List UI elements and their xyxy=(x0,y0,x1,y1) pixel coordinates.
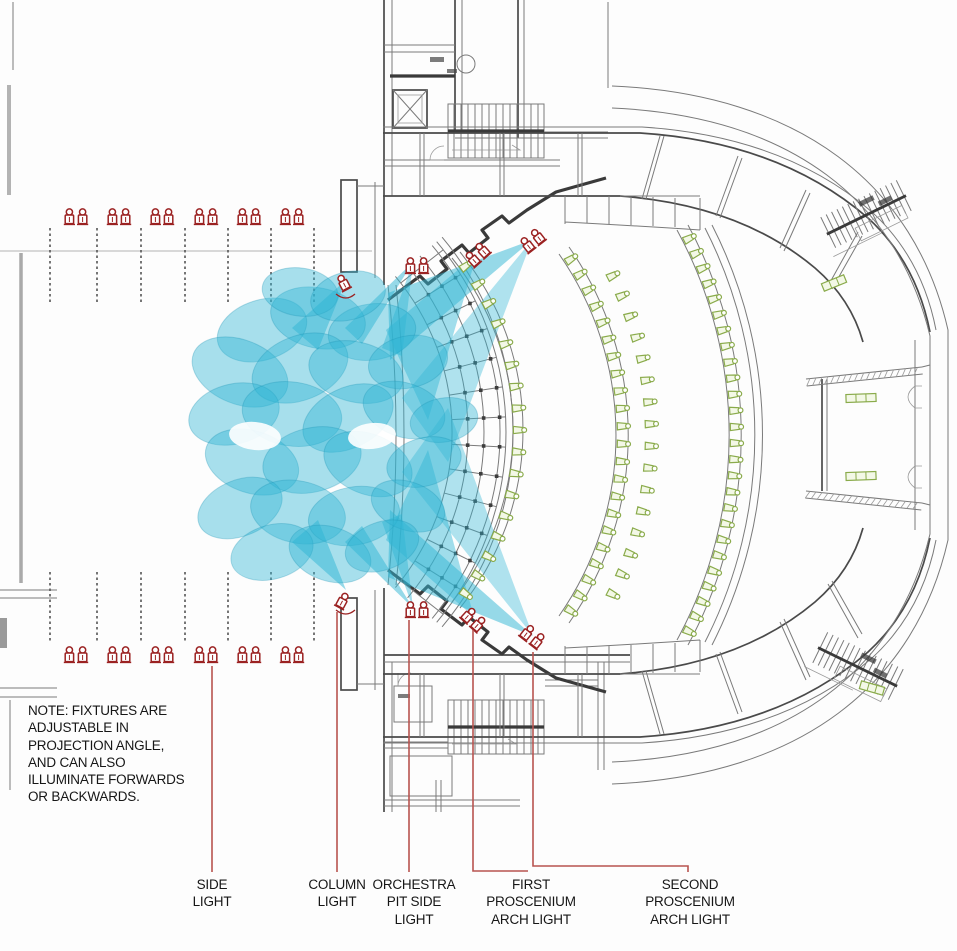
label-first-proscenium-arch-light: FIRST PROSCENIUM ARCH LIGHT xyxy=(486,877,576,927)
label-side-light: SIDE LIGHT xyxy=(192,877,232,910)
label-column-light: COLUMN LIGHT xyxy=(308,877,366,910)
house-light-fixtures xyxy=(458,233,886,696)
label-orchestra-pit-side-light: ORCHESTRA PIT SIDE LIGHT xyxy=(372,877,456,927)
stage-light-fixtures xyxy=(63,208,548,664)
stair-details xyxy=(804,180,912,703)
plan-note: NOTE: FIXTURES ARE ADJUSTABLE IN PROJECT… xyxy=(28,703,185,805)
light-beams xyxy=(292,240,533,636)
label-leader-lines xyxy=(211,612,689,872)
building-linework xyxy=(0,0,949,812)
stage-curtain-dashed-lines xyxy=(49,228,315,642)
hatched-walls xyxy=(804,366,923,511)
beam-pool-cloud xyxy=(188,267,479,584)
label-second-proscenium-arch-light: SECOND PROSCENIUM ARCH LIGHT xyxy=(645,877,735,927)
